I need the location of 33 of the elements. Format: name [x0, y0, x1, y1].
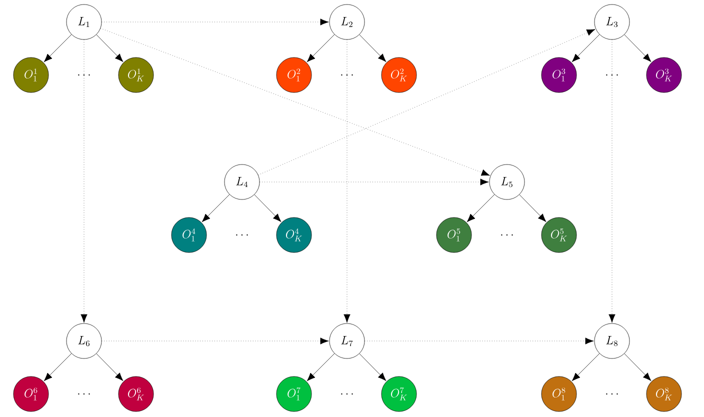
dotted-arrow	[364, 338, 594, 344]
arrow	[44, 34, 72, 62]
arrow	[359, 353, 386, 381]
arrow	[306, 34, 335, 62]
dotted-arrow	[344, 40, 350, 323]
dotted-arrow	[260, 178, 489, 186]
arrow	[624, 353, 652, 381]
arrow	[254, 194, 282, 222]
ellipsis: $\ldots$	[341, 393, 353, 395]
arrow	[466, 194, 495, 222]
dotted-arrow	[80, 40, 88, 323]
arrow	[44, 353, 72, 382]
arrow	[202, 194, 230, 222]
ellipsis: $\ldots$	[78, 393, 90, 395]
arrow	[96, 353, 124, 381]
dotted-arrow	[608, 40, 616, 323]
ellipsis: $\ldots$	[78, 74, 90, 76]
ellipsis: $\ldots$	[501, 234, 513, 236]
dotted-arrow	[102, 18, 329, 26]
arrow	[572, 353, 600, 382]
arrow	[519, 194, 546, 222]
ellipsis: $\ldots$	[606, 393, 618, 395]
ellipsis: $\ldots$	[341, 74, 353, 76]
arrow	[306, 353, 335, 382]
arrow	[359, 34, 386, 62]
ellipsis: $\ldots$	[236, 234, 248, 236]
ellipsis: $\ldots$	[606, 74, 618, 76]
arrow	[572, 34, 600, 62]
dotted-arrow	[100, 28, 490, 176]
dotted-arrow	[102, 338, 329, 344]
arrow	[624, 34, 652, 62]
dotted-arrow	[258, 29, 596, 176]
arrow	[96, 34, 124, 62]
